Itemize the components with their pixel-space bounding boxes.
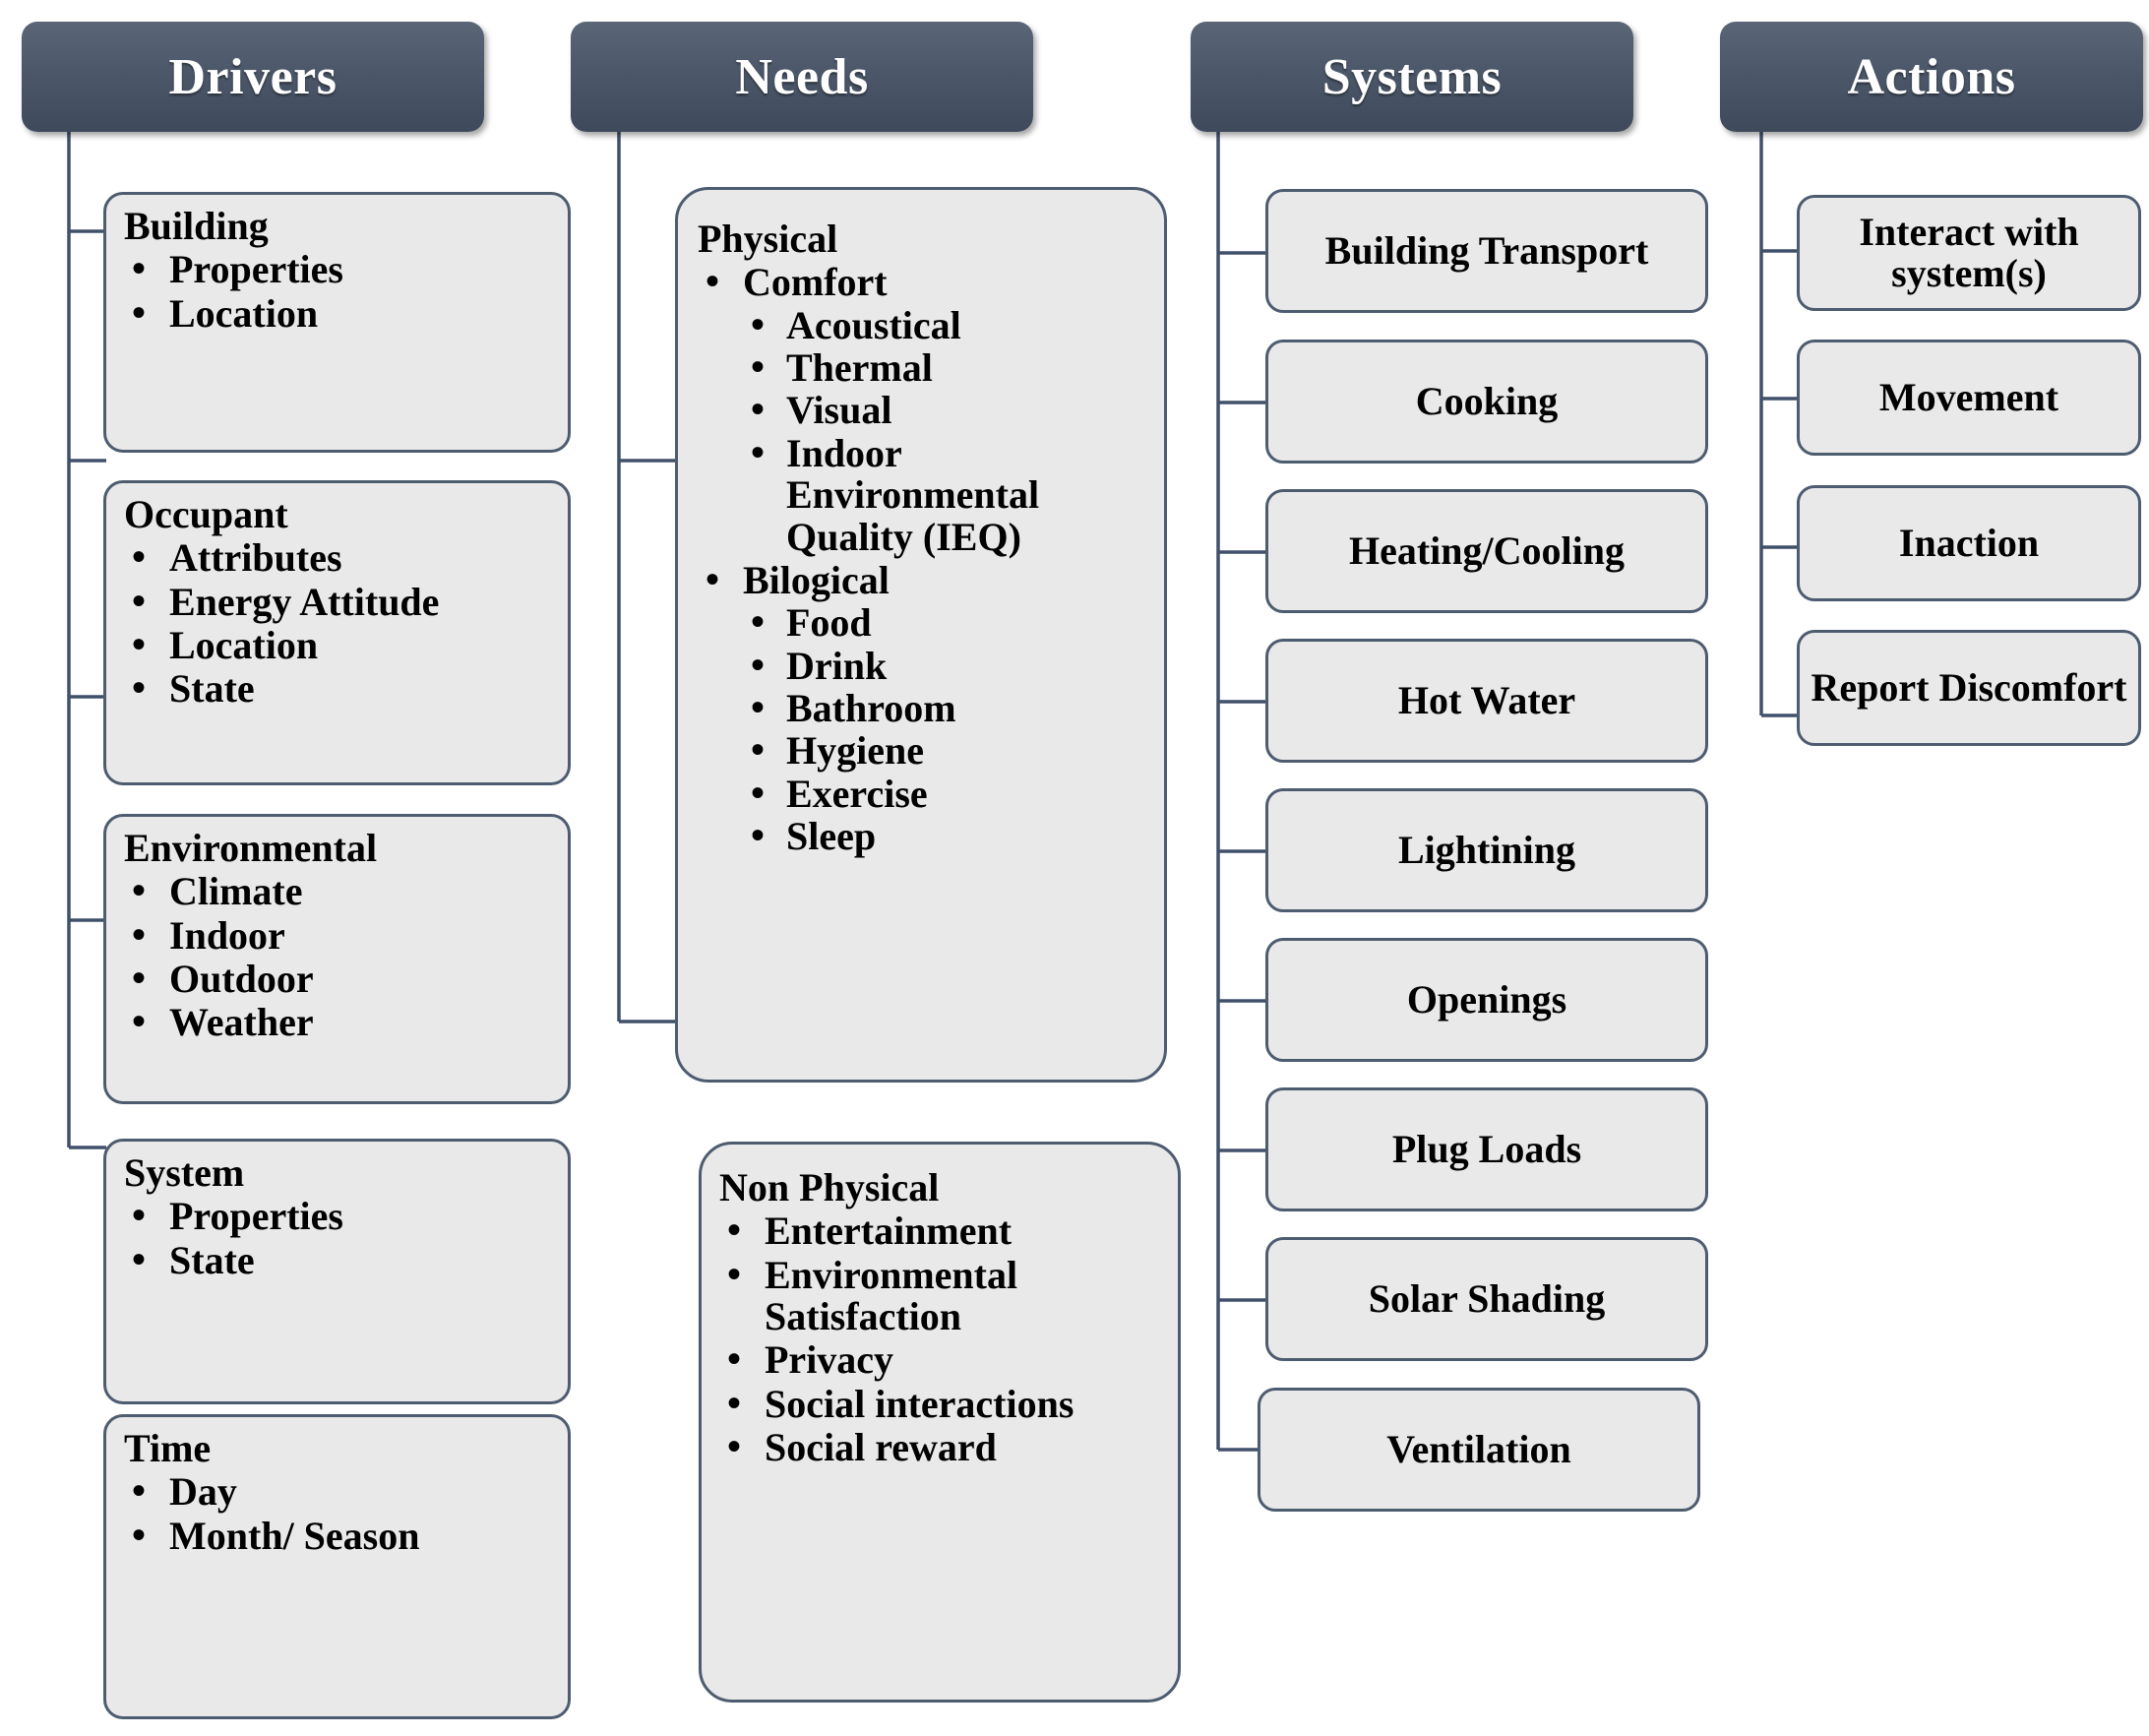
group-title: Occupant xyxy=(124,492,288,536)
column-header-needs[interactable]: Needs xyxy=(571,22,1033,132)
list-item: Sleep xyxy=(743,815,1152,857)
system-box-label: Plug Loads xyxy=(1391,1127,1582,1171)
list-item: Hygiene xyxy=(743,729,1152,772)
list-item: Month/ Season xyxy=(124,1515,558,1557)
list-item: Acoustical xyxy=(743,304,1152,346)
drivers-group-system[interactable]: System Properties State xyxy=(103,1139,571,1404)
group-item-list: Properties State xyxy=(124,1195,558,1281)
group-item-list: Properties Location xyxy=(124,248,558,335)
list-item-label: Comfort xyxy=(743,260,888,305)
sub-item-list: Acoustical Thermal Visual Indoor Environ… xyxy=(743,304,1152,558)
column-header-label: Needs xyxy=(735,48,869,105)
system-box-hot-water[interactable]: Hot Water xyxy=(1265,639,1708,763)
list-item: Drink xyxy=(743,645,1152,687)
system-box-label: Heating/Cooling xyxy=(1348,528,1626,573)
drivers-group-occupant[interactable]: Occupant Attributes Energy Attitude Loca… xyxy=(103,480,571,785)
action-box-label: Interact with system(s) xyxy=(1859,210,2079,295)
column-header-label: Actions xyxy=(1847,48,2016,105)
action-box-label: Inaction xyxy=(1898,521,2040,565)
system-box-label: Cooking xyxy=(1415,379,1559,423)
column-header-label: Drivers xyxy=(168,48,338,105)
list-item: State xyxy=(124,667,558,710)
column-header-actions[interactable]: Actions xyxy=(1720,22,2143,132)
system-box-label: Hot Water xyxy=(1397,678,1576,722)
needs-group-physical[interactable]: Physical Comfort Acoustical Thermal Visu… xyxy=(675,187,1167,1083)
sub-item-list: Food Drink Bathroom Hygiene Exercise Sle… xyxy=(743,601,1152,857)
list-item: Environmental Satisfaction xyxy=(719,1254,1166,1338)
list-item: Properties xyxy=(124,1195,558,1237)
list-item: Energy Attitude xyxy=(124,581,558,623)
system-box-label: Ventilation xyxy=(1386,1427,1571,1471)
group-title: Physical xyxy=(698,217,838,261)
list-item: Indoor Environmental Quality (IEQ) xyxy=(743,432,1152,558)
list-item: Attributes xyxy=(124,536,558,579)
list-item: Bilogical Food Drink Bathroom Hygiene Ex… xyxy=(698,557,1152,858)
list-item: Entertainment xyxy=(719,1209,1166,1252)
group-item-list: Entertainment Environmental Satisfaction… xyxy=(719,1209,1166,1468)
action-box-interact-with-systems[interactable]: Interact with system(s) xyxy=(1797,195,2141,311)
drivers-group-environmental[interactable]: Environmental Climate Indoor Outdoor Wea… xyxy=(103,814,571,1104)
list-item-label: Bilogical xyxy=(743,557,890,602)
action-box-inaction[interactable]: Inaction xyxy=(1797,485,2141,601)
list-item: State xyxy=(124,1239,558,1281)
list-item: Weather xyxy=(124,1001,558,1043)
list-item: Privacy xyxy=(719,1338,1166,1381)
group-item-list: Day Month/ Season xyxy=(124,1470,558,1557)
group-title: Building xyxy=(124,204,269,248)
system-box-label: Building Transport xyxy=(1324,228,1649,273)
list-item: Social reward xyxy=(719,1426,1166,1468)
group-item-list: Attributes Energy Attitude Location Stat… xyxy=(124,536,558,711)
system-box-label: Solar Shading xyxy=(1368,1276,1606,1321)
action-box-label: Report Discomfort xyxy=(1811,665,2127,710)
system-box-heating-cooling[interactable]: Heating/Cooling xyxy=(1265,489,1708,613)
list-item: Outdoor xyxy=(124,958,558,1000)
list-item: Day xyxy=(124,1470,558,1513)
system-box-label: Lightining xyxy=(1397,828,1576,872)
list-item: Properties xyxy=(124,248,558,290)
system-box-ventilation[interactable]: Ventilation xyxy=(1258,1388,1700,1512)
action-box-label: Movement xyxy=(1878,375,2059,419)
column-header-label: Systems xyxy=(1321,48,1503,105)
system-box-label: Openings xyxy=(1406,977,1567,1022)
system-box-cooking[interactable]: Cooking xyxy=(1265,340,1708,464)
system-box-plug-loads[interactable]: Plug Loads xyxy=(1265,1087,1708,1211)
needs-group-non-physical[interactable]: Non Physical Entertainment Environmental… xyxy=(699,1142,1181,1703)
group-item-list: Climate Indoor Outdoor Weather xyxy=(124,870,558,1044)
list-item: Social interactions xyxy=(719,1383,1166,1425)
list-item: Exercise xyxy=(743,773,1152,815)
list-item: Indoor xyxy=(124,914,558,957)
group-title: Time xyxy=(124,1426,212,1470)
list-item: Location xyxy=(124,624,558,666)
list-item: Visual xyxy=(743,389,1152,431)
action-box-report-discomfort[interactable]: Report Discomfort xyxy=(1797,630,2141,746)
action-box-movement[interactable]: Movement xyxy=(1797,340,2141,456)
list-item: Comfort Acoustical Thermal Visual Indoor… xyxy=(698,260,1152,558)
drivers-group-building[interactable]: Building Properties Location xyxy=(103,192,571,453)
group-item-list: Comfort Acoustical Thermal Visual Indoor… xyxy=(698,260,1152,858)
group-title: System xyxy=(124,1150,245,1195)
list-item: Bathroom xyxy=(743,687,1152,729)
list-item: Food xyxy=(743,601,1152,644)
list-item: Location xyxy=(124,292,558,335)
list-item: Thermal xyxy=(743,346,1152,389)
list-item: Climate xyxy=(124,870,558,912)
drivers-group-time[interactable]: Time Day Month/ Season xyxy=(103,1414,571,1719)
system-box-solar-shading[interactable]: Solar Shading xyxy=(1265,1237,1708,1361)
group-title: Non Physical xyxy=(719,1165,940,1209)
system-box-building-transport[interactable]: Building Transport xyxy=(1265,189,1708,313)
group-title: Environmental xyxy=(124,826,378,870)
system-box-lighting[interactable]: Lightining xyxy=(1265,788,1708,912)
system-box-openings[interactable]: Openings xyxy=(1265,938,1708,1062)
column-header-systems[interactable]: Systems xyxy=(1191,22,1633,132)
column-header-drivers[interactable]: Drivers xyxy=(22,22,484,132)
